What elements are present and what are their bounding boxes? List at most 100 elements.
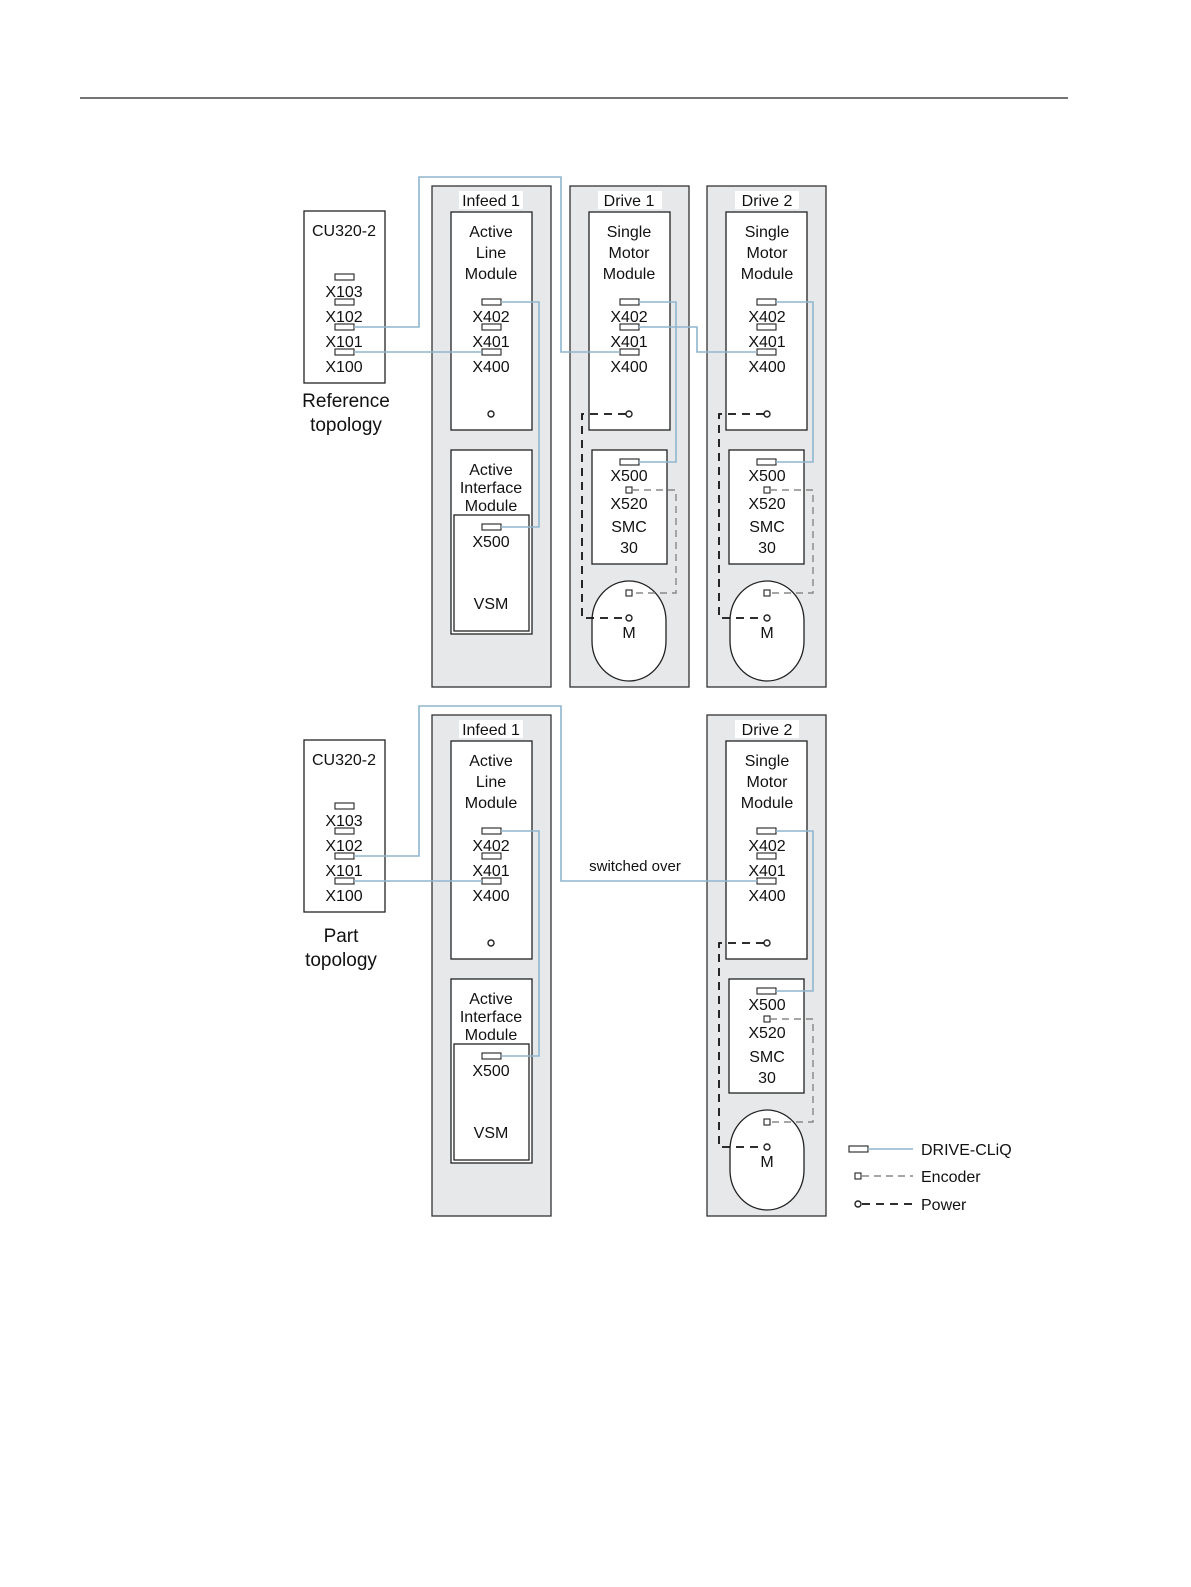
drive1-motor-encoder-terminal — [625, 589, 633, 597]
part-caption-line2: topology — [305, 950, 377, 971]
drive2-x401-label: X401 — [748, 334, 785, 351]
part-port-x100-label: X100 — [325, 888, 362, 905]
part-vsm-box — [453, 1043, 530, 1161]
part-aim-x500-label: X500 — [472, 1063, 509, 1080]
part-cliq-drive2-x402-to-smc-x500 — [776, 830, 814, 992]
part-alm-x400-connector — [481, 877, 502, 885]
encoder-drive1-smc-to-motor — [632, 489, 677, 594]
legend-power-label: Power — [921, 1197, 967, 1214]
alm-x400-label: X400 — [472, 359, 509, 376]
reference-topology: CU320-2 X103 X102 X101 X100 Reference to… — [302, 176, 827, 688]
active-line-module — [450, 211, 533, 431]
port-x102-label: X102 — [325, 309, 362, 326]
vsm-label: VSM — [474, 596, 509, 613]
cliq-cu-x102-to-drive1-x401 — [354, 176, 620, 353]
part-aim-x500-connector — [481, 1052, 502, 1060]
part-drive2-power-terminal — [763, 939, 771, 947]
part-drive2-x401-connector — [756, 852, 777, 860]
part-drive2-tab-label: Drive 2 — [742, 722, 793, 739]
drive2-smm-line3: Module — [741, 266, 794, 283]
cliq-infeed-x402-to-aim-x500 — [501, 301, 540, 528]
drive1-smc-line2: 30 — [620, 540, 638, 557]
drive1-motor-label: M — [622, 625, 635, 642]
part-alm-x400-label: X400 — [472, 888, 509, 905]
part-drive2-smc-x500-connector — [756, 987, 777, 995]
drive1-smc-x500-label: X500 — [610, 468, 647, 485]
part-drive2-x400-label: X400 — [748, 888, 785, 905]
drive2-smc-x520-label: X520 — [748, 496, 785, 513]
part-drive2-tab-bg — [735, 720, 799, 738]
part-port-x103-label: X103 — [325, 813, 362, 830]
part-cliq-cu-x102-to-drive2-x401 — [354, 705, 757, 882]
part-drive2-smc-line1: SMC — [749, 1049, 785, 1066]
alm-x402-label: X402 — [472, 309, 509, 326]
drive2-x401-connector — [756, 323, 777, 331]
part-drive2-smc-x520-label: X520 — [748, 1025, 785, 1042]
port-x100-label: X100 — [325, 359, 362, 376]
part-alm-label-line1: Active — [469, 753, 513, 770]
part-drive2-motor-encoder-terminal — [763, 1118, 771, 1126]
alm-x402-connector — [481, 298, 502, 306]
drive1-smm-line3: Module — [603, 266, 656, 283]
drive2-single-motor-module — [725, 211, 808, 431]
aim-x500-connector — [481, 523, 502, 531]
part-drive2-smc-line2: 30 — [758, 1070, 776, 1087]
drive1-x400-label: X400 — [610, 359, 647, 376]
part-port-x103-connector — [334, 802, 355, 810]
alm-label-line3: Module — [465, 266, 518, 283]
part-drive2-single-motor-module — [725, 740, 808, 960]
infeed-panel: Infeed 1 Active Line Module X402 X401 X4… — [431, 185, 552, 688]
part-alm-label-line3: Module — [465, 795, 518, 812]
part-cu-title: CU320-2 — [312, 752, 376, 769]
drive1-x400-connector — [619, 348, 640, 356]
cliq-drive1-x402-to-smc-x500 — [639, 301, 677, 463]
part-vsm-label: VSM — [474, 1125, 509, 1142]
port-x103-connector — [334, 273, 355, 281]
drive1-smc-x520-connector — [625, 486, 633, 494]
reference-caption-line1: Reference — [302, 391, 390, 412]
alm-x401-connector — [481, 323, 502, 331]
drive1-panel: Drive 1 Single Motor Module X402 X401 X4… — [569, 185, 690, 688]
drive1-single-motor-module — [588, 211, 671, 431]
part-drive2-x402-connector — [756, 827, 777, 835]
drive2-smm-line2: Motor — [747, 245, 789, 262]
drive1-x402-connector — [619, 298, 640, 306]
drive2-smc-line2: 30 — [758, 540, 776, 557]
part-alm-power-terminal — [487, 939, 495, 947]
alm-label-line2: Line — [476, 245, 506, 262]
part-drive2-smm-line3: Module — [741, 795, 794, 812]
cu-box — [303, 210, 386, 384]
part-infeed-tab-bg — [459, 720, 523, 738]
part-active-line-module — [450, 740, 533, 960]
infeed-tab-bg — [459, 191, 523, 209]
power-drive1-module-to-motor — [581, 413, 626, 619]
drive2-smc30 — [728, 449, 805, 565]
alm-x401-label: X401 — [472, 334, 509, 351]
part-alm-x402-connector — [481, 827, 502, 835]
part-drive2-panel: Drive 2 Single Motor Module X402 X401 X4… — [706, 714, 827, 1217]
drive2-smc-x500-label: X500 — [748, 468, 785, 485]
part-port-x100-connector — [334, 877, 355, 885]
drive1-smm-line2: Motor — [609, 245, 651, 262]
part-port-x102-connector — [334, 827, 355, 835]
drive1-smc30 — [591, 449, 668, 565]
drive1-x402-label: X402 — [610, 309, 647, 326]
port-x101-connector — [334, 323, 355, 331]
drive2-tab-bg — [735, 191, 799, 209]
part-alm-x401-label: X401 — [472, 863, 509, 880]
legend-encoder-label: Encoder — [921, 1169, 981, 1186]
aim-x500-label: X500 — [472, 534, 509, 551]
aim-label-line1: Active — [469, 462, 513, 479]
alm-power-terminal — [487, 410, 495, 418]
infeed-tab-label: Infeed 1 — [462, 193, 520, 210]
drive1-x401-connector — [619, 323, 640, 331]
port-x103-label: X103 — [325, 284, 362, 301]
part-drive2-motor-power-terminal — [763, 1143, 771, 1151]
drive2-motor — [729, 580, 805, 682]
alm-label-line1: Active — [469, 224, 513, 241]
part-drive2-x401-label: X401 — [748, 863, 785, 880]
cu-title: CU320-2 — [312, 223, 376, 240]
drive2-smc-x520-connector — [763, 486, 771, 494]
part-topology: CU320-2 X103 X102 X101 X100 Part topolog… — [303, 705, 827, 1217]
